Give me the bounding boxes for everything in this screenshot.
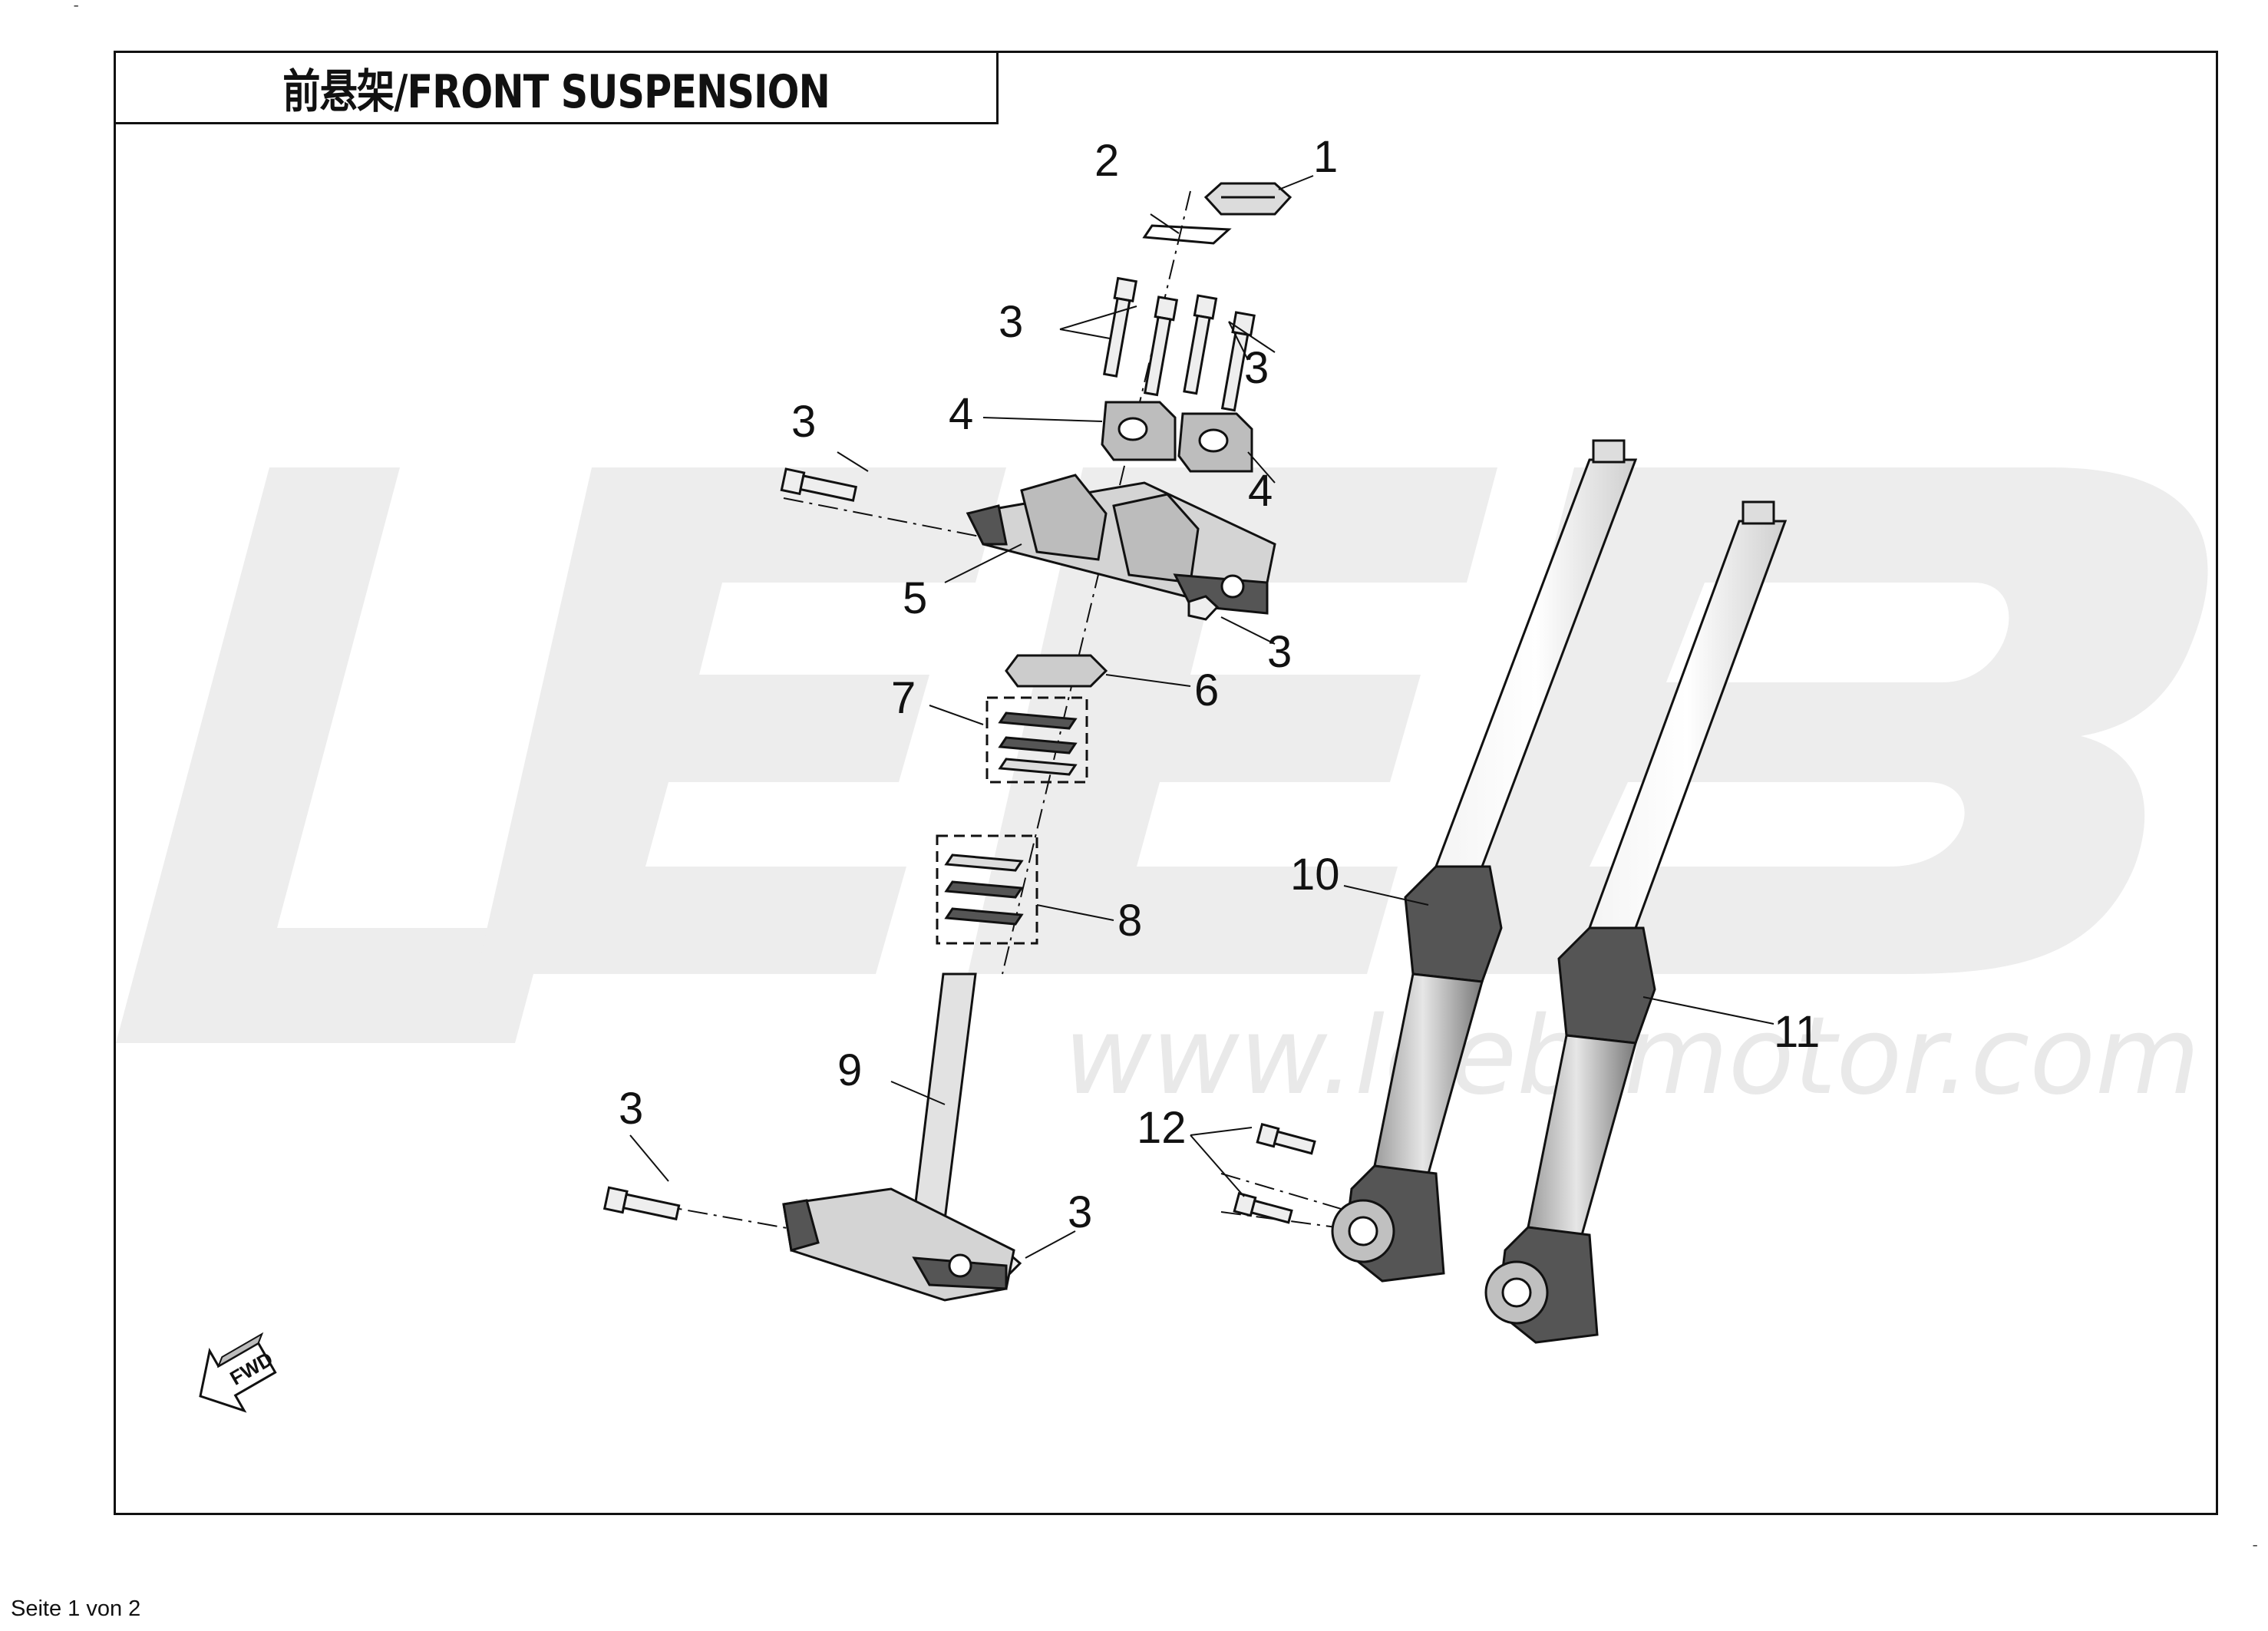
callout-3-stem-left: 3 xyxy=(619,1084,643,1134)
page-footer: Seite 1 von 2 xyxy=(11,1596,141,1621)
leeb-watermark-logo xyxy=(116,467,2208,1043)
diagram-frame: www.leeb-motor.com xyxy=(114,51,2218,1515)
callout-3-stem-right: 3 xyxy=(1068,1187,1092,1237)
adjuster-nut xyxy=(1005,654,1108,688)
callout-2: 2 xyxy=(1094,136,1119,186)
callout-4-right: 4 xyxy=(1248,466,1273,516)
steering-stem xyxy=(782,972,1015,1302)
callout-12: 12 xyxy=(1137,1103,1187,1153)
top-clamp-bolts xyxy=(1102,276,1256,412)
callout-3-clamp-right: 3 xyxy=(1267,627,1292,677)
title-box: 前悬架/FRONT SUSPENSION xyxy=(116,53,999,124)
callout-6: 6 xyxy=(1194,665,1219,715)
callout-3-upper-left: 3 xyxy=(999,297,1023,347)
corner-mark: ˉ xyxy=(74,3,79,20)
handlebar-clamps xyxy=(1101,401,1253,473)
callout-1: 1 xyxy=(1313,132,1338,182)
callout-10: 10 xyxy=(1290,850,1340,900)
washer xyxy=(1142,224,1232,245)
callout-7: 7 xyxy=(891,673,916,723)
corner-mark: ˉ xyxy=(2253,1543,2258,1560)
upper-bearing-set xyxy=(985,696,1088,784)
callout-8: 8 xyxy=(1117,896,1142,946)
callout-11: 11 xyxy=(1774,1007,1820,1057)
page-title: 前悬架/FRONT SUSPENSION xyxy=(282,64,830,119)
upper-triple-clamp xyxy=(966,474,1276,615)
lower-bearing-set xyxy=(936,834,1038,945)
caliper-bolts xyxy=(1233,1122,1316,1224)
callout-numbers: 1 2 3 3 3 3 3 3 4 4 5 6 7 8 9 10 11 12 xyxy=(619,132,1820,1237)
fork-leg-right xyxy=(1484,500,1788,1344)
fork-leg-left xyxy=(1331,439,1638,1283)
forward-direction-icon: FWD xyxy=(199,1332,277,1413)
callout-5: 5 xyxy=(903,573,927,623)
callout-3-clamp-left: 3 xyxy=(791,397,816,447)
exploded-parts-diagram: www.leeb-motor.com xyxy=(116,132,2208,1413)
callout-3-upper-right: 3 xyxy=(1244,343,1269,393)
callout-9: 9 xyxy=(837,1045,862,1095)
callout-4-left: 4 xyxy=(949,389,973,439)
leader-lines xyxy=(629,175,1774,1259)
top-nut xyxy=(1203,182,1292,216)
